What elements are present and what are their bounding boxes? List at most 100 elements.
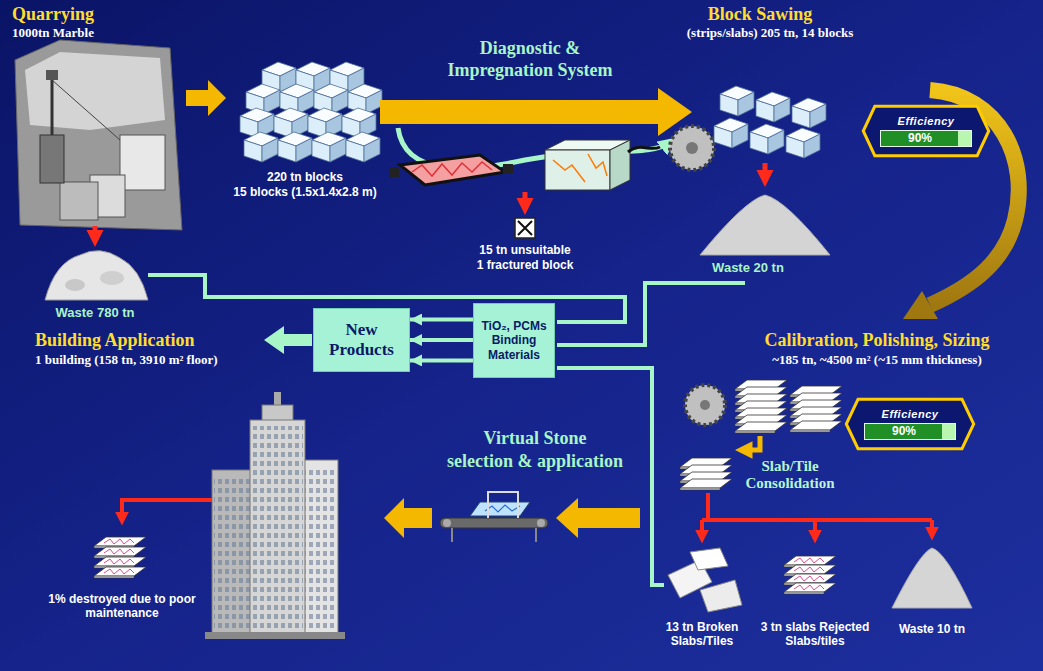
stage-heading: Quarrying (12, 4, 94, 26)
reject-arrow (523, 192, 528, 208)
reject-arrow (700, 520, 704, 538)
efficiency-bar: 90% (880, 130, 972, 147)
waste-caption: Waste 780 tn (56, 305, 135, 321)
rejected-slab (784, 583, 836, 594)
waste-caption: Waste 20 tn (712, 260, 784, 276)
stage-heading: Block Sawing (708, 4, 813, 26)
process-heading: selection & application (447, 451, 623, 473)
building-spire (274, 392, 281, 406)
marble-block (312, 132, 346, 162)
process-heading: Diagnostic & Impregnation System (428, 38, 633, 81)
recycling-line (557, 283, 745, 345)
building-base (205, 632, 345, 639)
device-pattern (412, 162, 492, 176)
destroyed-tile (94, 547, 146, 558)
marble-block (346, 132, 380, 162)
badge-title: Efficiency (898, 115, 955, 127)
badge-title: Efficiency (882, 408, 939, 420)
crack (553, 160, 585, 182)
quantity-caption: 15 blocks (1.5x1.4x2.8 m) (233, 185, 376, 199)
conveyor-leg (451, 528, 453, 542)
process-curve-head (903, 291, 938, 319)
scanned-block (545, 150, 610, 190)
saw-hub (700, 400, 710, 410)
loss-caption: 1% destroyed due to poor maintenance (47, 592, 197, 621)
stage-heading: Building Application (35, 330, 195, 352)
saw-hub (686, 142, 698, 154)
connector-arrow (410, 358, 473, 362)
marble-block (246, 84, 280, 114)
recycling-line (557, 368, 664, 585)
reject-cross (518, 221, 532, 235)
quantity-caption: 1 fractured block (477, 258, 574, 272)
waste-caption: Waste 10 tn (899, 622, 965, 636)
quarry-block (60, 182, 98, 220)
sawn-block (756, 92, 790, 122)
broken-slab (700, 580, 742, 612)
process-caption: Slab/Tile Consolidation (730, 458, 850, 493)
flow-arrow (384, 498, 432, 538)
building-wing (212, 470, 252, 635)
badge-shape (846, 399, 973, 448)
product-box: New Products (313, 308, 410, 372)
broken-slab (690, 548, 728, 570)
reject-arrow (813, 520, 817, 538)
scanned-tile (470, 502, 530, 516)
machine-arm (51, 78, 54, 135)
marble-block (244, 132, 278, 162)
rock (65, 279, 85, 291)
box-label: TiO₂, PCMs Binding Materials (478, 319, 550, 362)
reject-arrow (930, 520, 934, 535)
destroyed-tile (94, 537, 146, 548)
destroyed-tile (94, 567, 146, 578)
connector-arrow (410, 318, 473, 322)
wire-saw-machine (40, 135, 64, 183)
waste-arrow (763, 163, 768, 180)
quantity-caption: 220 tn blocks (267, 170, 343, 184)
waste-pile (700, 195, 830, 255)
slab (735, 422, 787, 433)
sawn-block (786, 128, 820, 158)
efficiency-badge: Efficiency 90% (862, 105, 990, 157)
stage-subtitle: (strips/slabs) 205 tn, 14 blocks (687, 25, 854, 41)
quarry-cliff (15, 40, 182, 230)
conveyor-roller (443, 519, 451, 527)
tile-image (485, 505, 520, 512)
process-heading: Virtual Stone (484, 428, 587, 450)
flow-arrow (380, 88, 692, 136)
destroyed-tile (94, 557, 146, 568)
saw-blade (670, 126, 714, 170)
impregnation-device (400, 155, 505, 185)
sawn-block (750, 124, 784, 154)
sawn-block (792, 98, 826, 128)
badge-shape (863, 106, 988, 155)
conveyor-roller (537, 519, 545, 527)
crack (588, 154, 607, 176)
sawn-block (720, 86, 754, 116)
waste-pile (45, 251, 148, 300)
slab (790, 421, 842, 432)
building-windows (253, 426, 303, 631)
building-tower (250, 420, 305, 635)
materials-box: TiO₂, PCMs Binding Materials (473, 303, 555, 378)
rock (100, 271, 124, 285)
sawn-block (714, 118, 748, 148)
quarry-block (120, 135, 165, 190)
waste-pile (892, 548, 972, 608)
marble-block (278, 132, 312, 162)
marble-block (348, 84, 382, 114)
stage-subtitle: 1000tn Marble (12, 25, 94, 41)
saw-wire (52, 80, 120, 140)
stage-subtitle: ~185 tn, ~4500 m² (~15 mm thickness) (772, 352, 981, 368)
rejected-block (515, 218, 535, 238)
damage-arrow (122, 500, 212, 520)
conveyor-leg (535, 528, 537, 542)
stage-subtitle: 1 building (158 tn, 3910 m² floor) (35, 352, 218, 368)
reject-caption: 13 tn Broken Slabs/Tiles (652, 620, 752, 649)
sensor-cable (628, 147, 660, 152)
reject-caption: 3 tn slabs Rejected Slabs/tiles (750, 620, 880, 649)
device-end (503, 164, 513, 174)
stage-heading: Calibration, Polishing, Sizing (764, 330, 989, 352)
